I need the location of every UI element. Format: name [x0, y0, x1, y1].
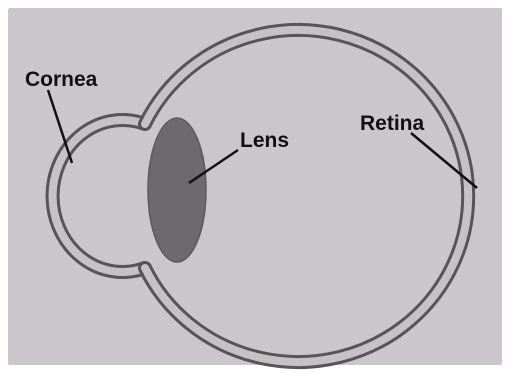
- lens-shape: [148, 118, 206, 262]
- lens-label: Lens: [240, 129, 289, 152]
- cornea-label: Cornea: [25, 68, 98, 91]
- retina-label: Retina: [360, 112, 425, 135]
